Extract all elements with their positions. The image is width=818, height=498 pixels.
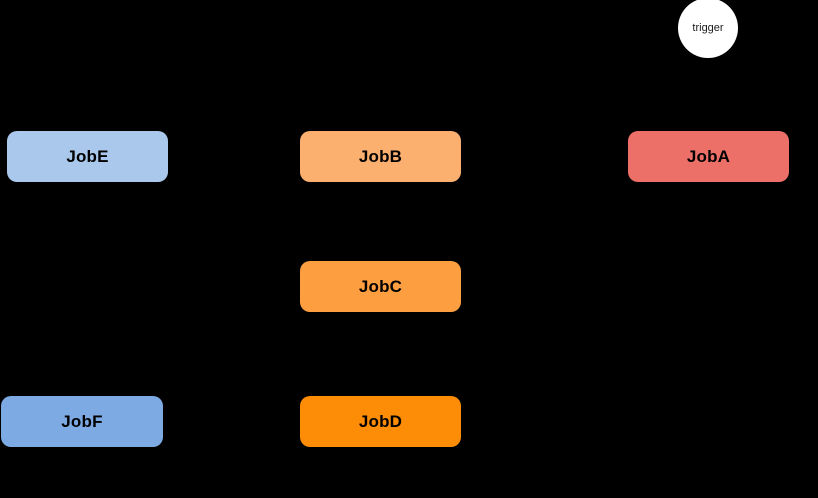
node-jobf-label: JobF [61, 412, 103, 431]
edge-trigger-to-joba [707, 57, 710, 132]
node-jobc[interactable]: JobC [300, 261, 461, 312]
node-jobc-label: JobC [358, 277, 403, 296]
node-jobd-label: JobD [358, 412, 403, 431]
node-jobd[interactable]: JobD [300, 396, 461, 447]
node-jobf[interactable]: JobF [1, 396, 163, 447]
trigger-node-label: trigger [692, 21, 724, 34]
node-jobe[interactable]: JobE [7, 131, 168, 182]
node-jobb[interactable]: JobB [300, 131, 461, 182]
node-jobb-label: JobB [358, 147, 403, 166]
node-jobe-label: JobE [66, 147, 109, 166]
node-joba[interactable]: JobA [628, 131, 789, 182]
trigger-node[interactable]: trigger [678, 0, 738, 58]
node-joba-label: JobA [686, 147, 731, 166]
